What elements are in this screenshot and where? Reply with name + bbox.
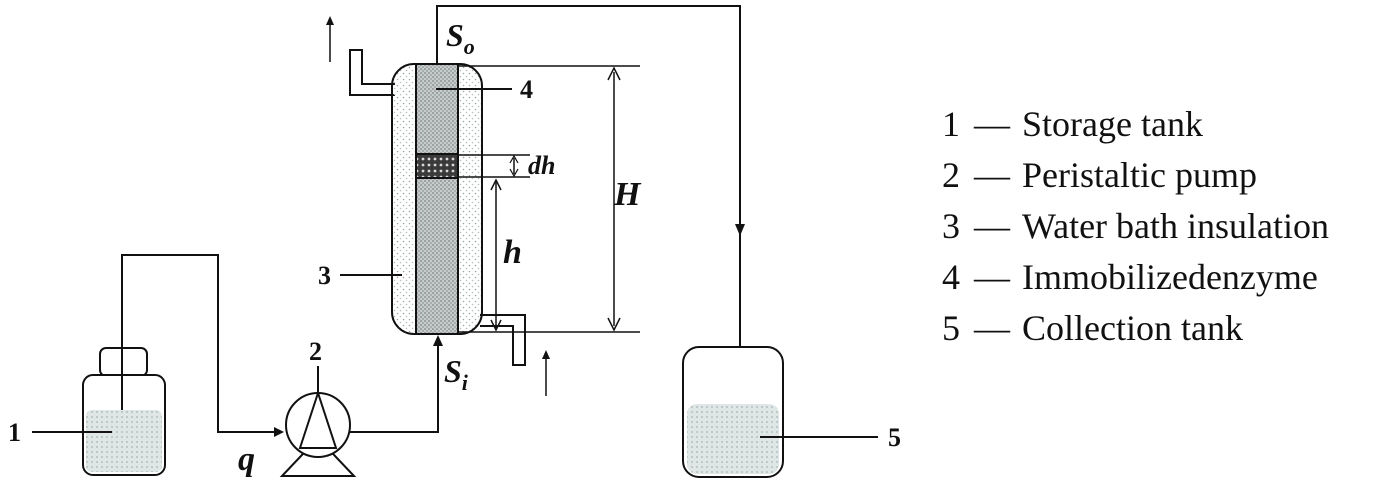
h-arrow-top-icon (490, 178, 502, 191)
storage-tank-cap (99, 347, 148, 377)
dh-arrow-top-icon (509, 154, 519, 164)
storage-tank (82, 347, 166, 476)
storage-tank-number: 1 (8, 418, 21, 447)
inlet-concentration-label: Si (444, 353, 469, 395)
total-height-label: H (613, 176, 642, 213)
H-arrow-top-icon (607, 66, 621, 81)
enzyme-column (415, 63, 459, 335)
height-label: h (503, 234, 522, 271)
legend-item-collection-tank: 5—Collection tank (942, 308, 1243, 348)
slice-height-label: dh (528, 151, 555, 180)
water-in-arrow-icon (542, 350, 550, 359)
water-bath-number: 3 (318, 261, 331, 290)
collection-tank-liquid (687, 404, 779, 474)
storage-tank-liquid (86, 410, 162, 472)
legend-item-storage-tank: 1—Storage tank (942, 104, 1203, 144)
legend-item-peristaltic-pump: 2—Peristaltic pump (942, 155, 1257, 195)
legend: 1—Storage tank 2—Peristaltic pump 3—Wate… (942, 104, 1329, 348)
jacket-bottom-pipe (480, 314, 526, 366)
dh-arrow-bottom-icon (509, 168, 519, 178)
pump-rotor-triangle (298, 389, 338, 449)
outlet-tube (436, 5, 741, 385)
outlet-concentration-label: So (446, 17, 475, 59)
inlet-tube (121, 254, 278, 433)
peristaltic-pump (279, 389, 357, 477)
outlet-tube-arrow-icon (735, 224, 745, 236)
legend-item-immobilized-enzyme: 4—Immobilizedenzyme (942, 257, 1318, 297)
column-inlet-arrow-icon (433, 335, 443, 346)
collection-tank-number: 5 (888, 423, 901, 452)
enzyme-number: 4 (520, 75, 533, 104)
jacket-top-pipe (349, 49, 395, 96)
legend-item-water-bath: 3—Water bath insulation (942, 206, 1329, 246)
enzyme-bed-bottom (415, 177, 459, 335)
water-out-arrow-icon (326, 16, 334, 25)
flow-rate-label: q (238, 441, 255, 478)
H-arrow-bottom-icon (607, 317, 621, 332)
enzyme-slice-dh (415, 153, 459, 179)
inlet-tube-arrow-icon (274, 427, 284, 437)
pump-number: 2 (309, 337, 322, 366)
collection-tank (682, 346, 784, 478)
pump-outlet-tube (350, 344, 439, 433)
enzyme-bed-top (415, 63, 459, 155)
h-arrow-bottom-icon (490, 319, 502, 332)
